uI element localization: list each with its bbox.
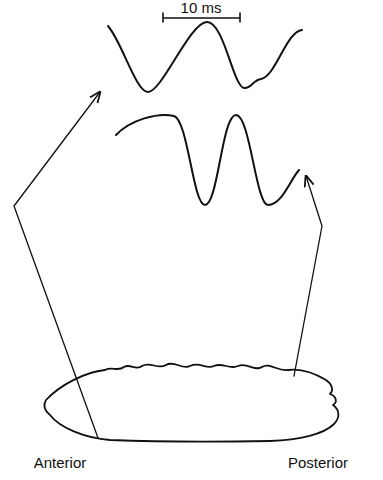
leader-arrow	[294, 176, 322, 376]
part-name: Posterior	[288, 455, 348, 472]
anterior-waveform	[108, 22, 302, 92]
leader-arrow	[14, 92, 100, 438]
part-name: Anterior	[34, 455, 87, 472]
scale-label: 10 ms	[181, 0, 222, 17]
posterior-waveform	[116, 115, 299, 205]
